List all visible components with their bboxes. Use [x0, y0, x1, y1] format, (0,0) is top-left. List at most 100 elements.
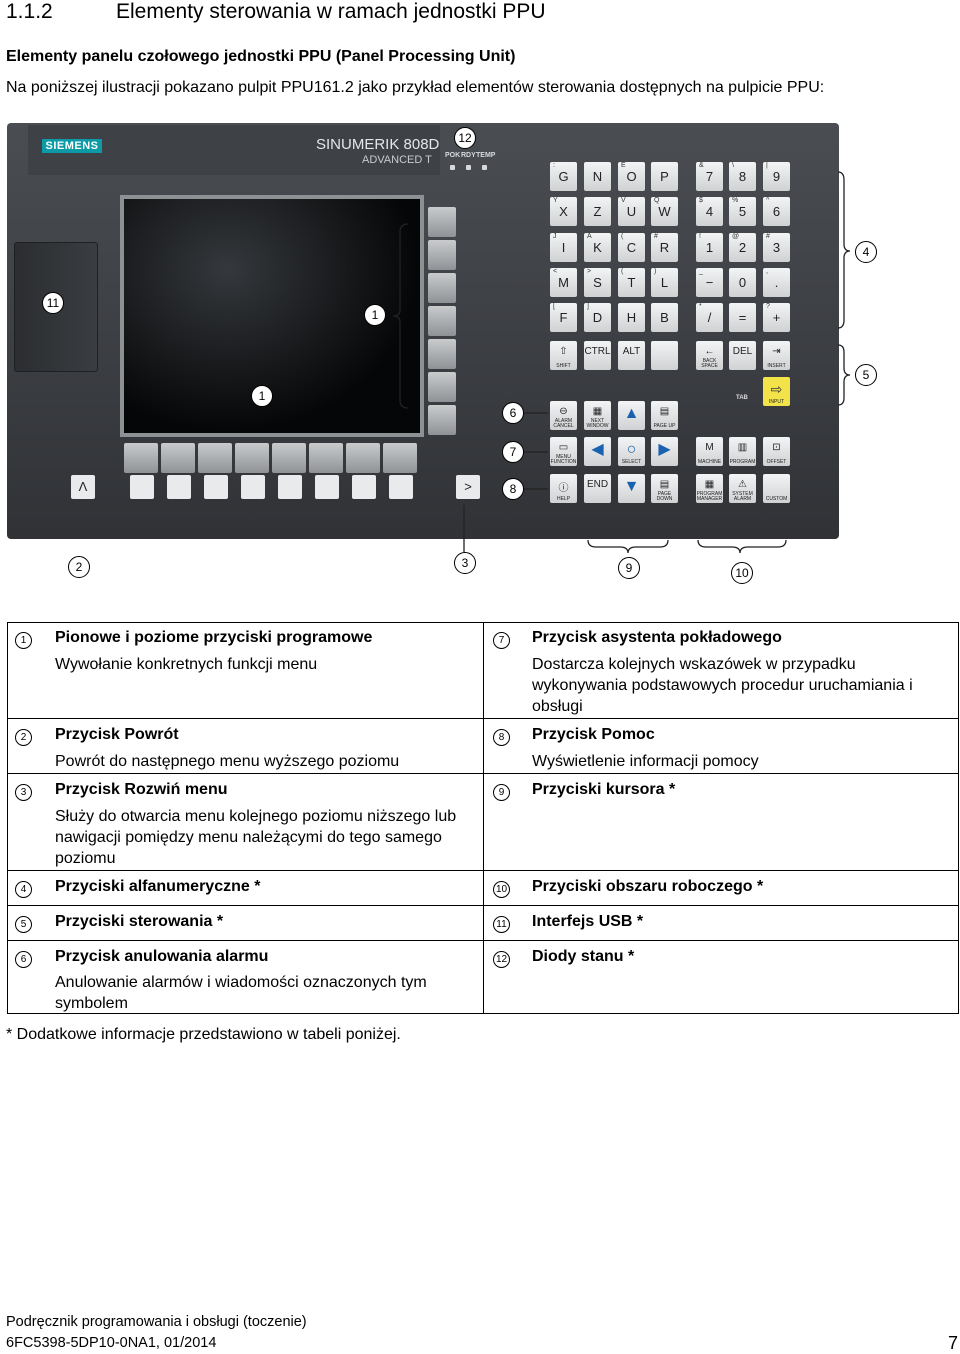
alphanumeric-key[interactable]: H — [618, 303, 645, 332]
alphanumeric-key[interactable]: [F — [550, 303, 577, 332]
alphanumeric-key[interactable]: &7 — [696, 162, 723, 191]
control-key[interactable]: ⇧SHIFT — [550, 341, 577, 370]
control-key[interactable]: END — [584, 474, 611, 503]
horizontal-softkey[interactable] — [383, 443, 417, 473]
alphanumeric-key[interactable]: (C — [618, 233, 645, 262]
alphanumeric-key[interactable]: |9 — [763, 162, 790, 191]
alphanumeric-key[interactable]: ^6 — [763, 197, 790, 226]
alphanumeric-key[interactable]: = — [729, 303, 756, 332]
control-key[interactable]: ▶ — [651, 437, 678, 466]
control-key[interactable]: ⚠SYSTEM ALARM — [729, 474, 756, 503]
vertical-softkey[interactable] — [428, 273, 456, 303]
control-key[interactable]: DEL — [729, 341, 756, 370]
key-label: HELP — [556, 496, 571, 502]
control-key[interactable]: ⊖ALARM CANCEL — [550, 401, 577, 430]
control-key[interactable]: ⇥INSERT — [763, 341, 790, 370]
horizontal-softkey[interactable] — [346, 443, 380, 473]
alphanumeric-key[interactable]: P — [651, 162, 678, 191]
input-key[interactable]: ⇨ INPUT — [763, 377, 790, 406]
led-temp — [482, 165, 487, 170]
key-symbol: ⇧ — [559, 346, 568, 357]
control-key[interactable]: ○SELECT — [618, 437, 645, 466]
horizontal-softkey[interactable] — [161, 443, 195, 473]
legend-desc: Powrót do następnego menu wyższego pozio… — [55, 753, 400, 770]
legend-number: 5 — [15, 916, 32, 933]
control-key[interactable]: ⊡OFFSET — [763, 437, 790, 466]
legend-number: 7 — [493, 632, 510, 649]
alphanumeric-key[interactable]: _− — [696, 268, 723, 297]
key-main-label: / — [707, 310, 712, 325]
alphanumeric-key[interactable]: (T — [618, 268, 645, 297]
alphanumeric-key[interactable]: \8 — [729, 162, 756, 191]
legend-title: Przyciski alfanumeryczne * — [55, 878, 261, 895]
control-key[interactable]: ▦PROGRAM MANAGER — [696, 474, 723, 503]
vertical-softkey[interactable] — [428, 372, 456, 402]
alphanumeric-key[interactable]: #R — [651, 233, 678, 262]
alphanumeric-key[interactable]: %5 — [729, 197, 756, 226]
alphanumeric-key[interactable]: 0 — [729, 268, 756, 297]
key-main-label: N — [592, 169, 603, 184]
alphanumeric-key[interactable]: ?+ — [763, 303, 790, 332]
horizontal-softkey[interactable] — [235, 443, 269, 473]
horizontal-softkey[interactable] — [198, 443, 232, 473]
horizontal-softkey[interactable] — [309, 443, 343, 473]
alphanumeric-key[interactable]: <M — [550, 268, 577, 297]
alphanumeric-key[interactable]: $4 — [696, 197, 723, 226]
control-key[interactable]: CTRL — [584, 341, 611, 370]
key-symbol: ⊡ — [772, 442, 781, 453]
footer-document-id: 6FC5398-5DP10-0NA1, 01/2014 — [6, 1335, 217, 1351]
control-key[interactable]: ALT — [618, 341, 645, 370]
footnote: * Dodatkowe informacje przedstawiono w t… — [6, 1026, 401, 1043]
control-key[interactable]: ←BACK SPACE — [696, 341, 723, 370]
callout-12: 12 — [454, 127, 476, 149]
key-symbol: ▦ — [592, 406, 603, 417]
key-symbol: ▭ — [558, 442, 569, 453]
vertical-softkey[interactable] — [428, 306, 456, 336]
control-key[interactable]: ▥PROGRAM — [729, 437, 756, 466]
alphanumeric-key[interactable]: ,. — [763, 268, 790, 297]
control-key[interactable]: ▤PAGE DOWN — [651, 474, 678, 503]
alphanumeric-key[interactable]: N — [584, 162, 611, 191]
back-button[interactable]: Λ — [71, 475, 95, 499]
vertical-softkey[interactable] — [428, 240, 456, 270]
softkey-cap — [315, 475, 339, 499]
horizontal-softkey[interactable] — [124, 443, 158, 473]
control-key[interactable]: ▦NEXT WINDOW — [584, 401, 611, 430]
control-key[interactable]: ▲ — [618, 401, 645, 430]
legend-number: 12 — [493, 951, 510, 968]
alphanumeric-key[interactable]: :G — [550, 162, 577, 191]
callout-1-horizontal: 1 — [251, 385, 273, 407]
vertical-softkey[interactable] — [428, 405, 456, 435]
alphanumeric-key[interactable]: )L — [651, 268, 678, 297]
alphanumeric-key[interactable]: #3 — [763, 233, 790, 262]
legend-number: 11 — [493, 916, 510, 933]
alphanumeric-key[interactable]: !1 — [696, 233, 723, 262]
legend-title: Interfejs USB * — [532, 913, 644, 930]
alphanumeric-key[interactable]: ]D — [584, 303, 611, 332]
table-rule — [7, 773, 959, 774]
alphanumeric-key[interactable]: @2 — [729, 233, 756, 262]
control-key[interactable]: ◀ — [584, 437, 611, 466]
menu-expand-button[interactable]: > — [456, 475, 480, 499]
control-key[interactable]: ▭MENU FUNCTION — [550, 437, 577, 466]
control-key[interactable]: ▤PAGE UP — [651, 401, 678, 430]
alphanumeric-key[interactable]: B — [651, 303, 678, 332]
control-key[interactable]: ▼ — [618, 474, 645, 503]
vertical-softkey[interactable] — [428, 339, 456, 369]
alphanumeric-key[interactable]: Z — [584, 197, 611, 226]
vertical-softkey[interactable] — [428, 207, 456, 237]
horizontal-softkey[interactable] — [272, 443, 306, 473]
control-key[interactable]: CUSTOM — [763, 474, 790, 503]
alphanumeric-key[interactable]: >S — [584, 268, 611, 297]
alphanumeric-key[interactable]: */ — [696, 303, 723, 332]
callout-6: 6 — [502, 402, 524, 424]
control-key[interactable] — [651, 341, 678, 370]
